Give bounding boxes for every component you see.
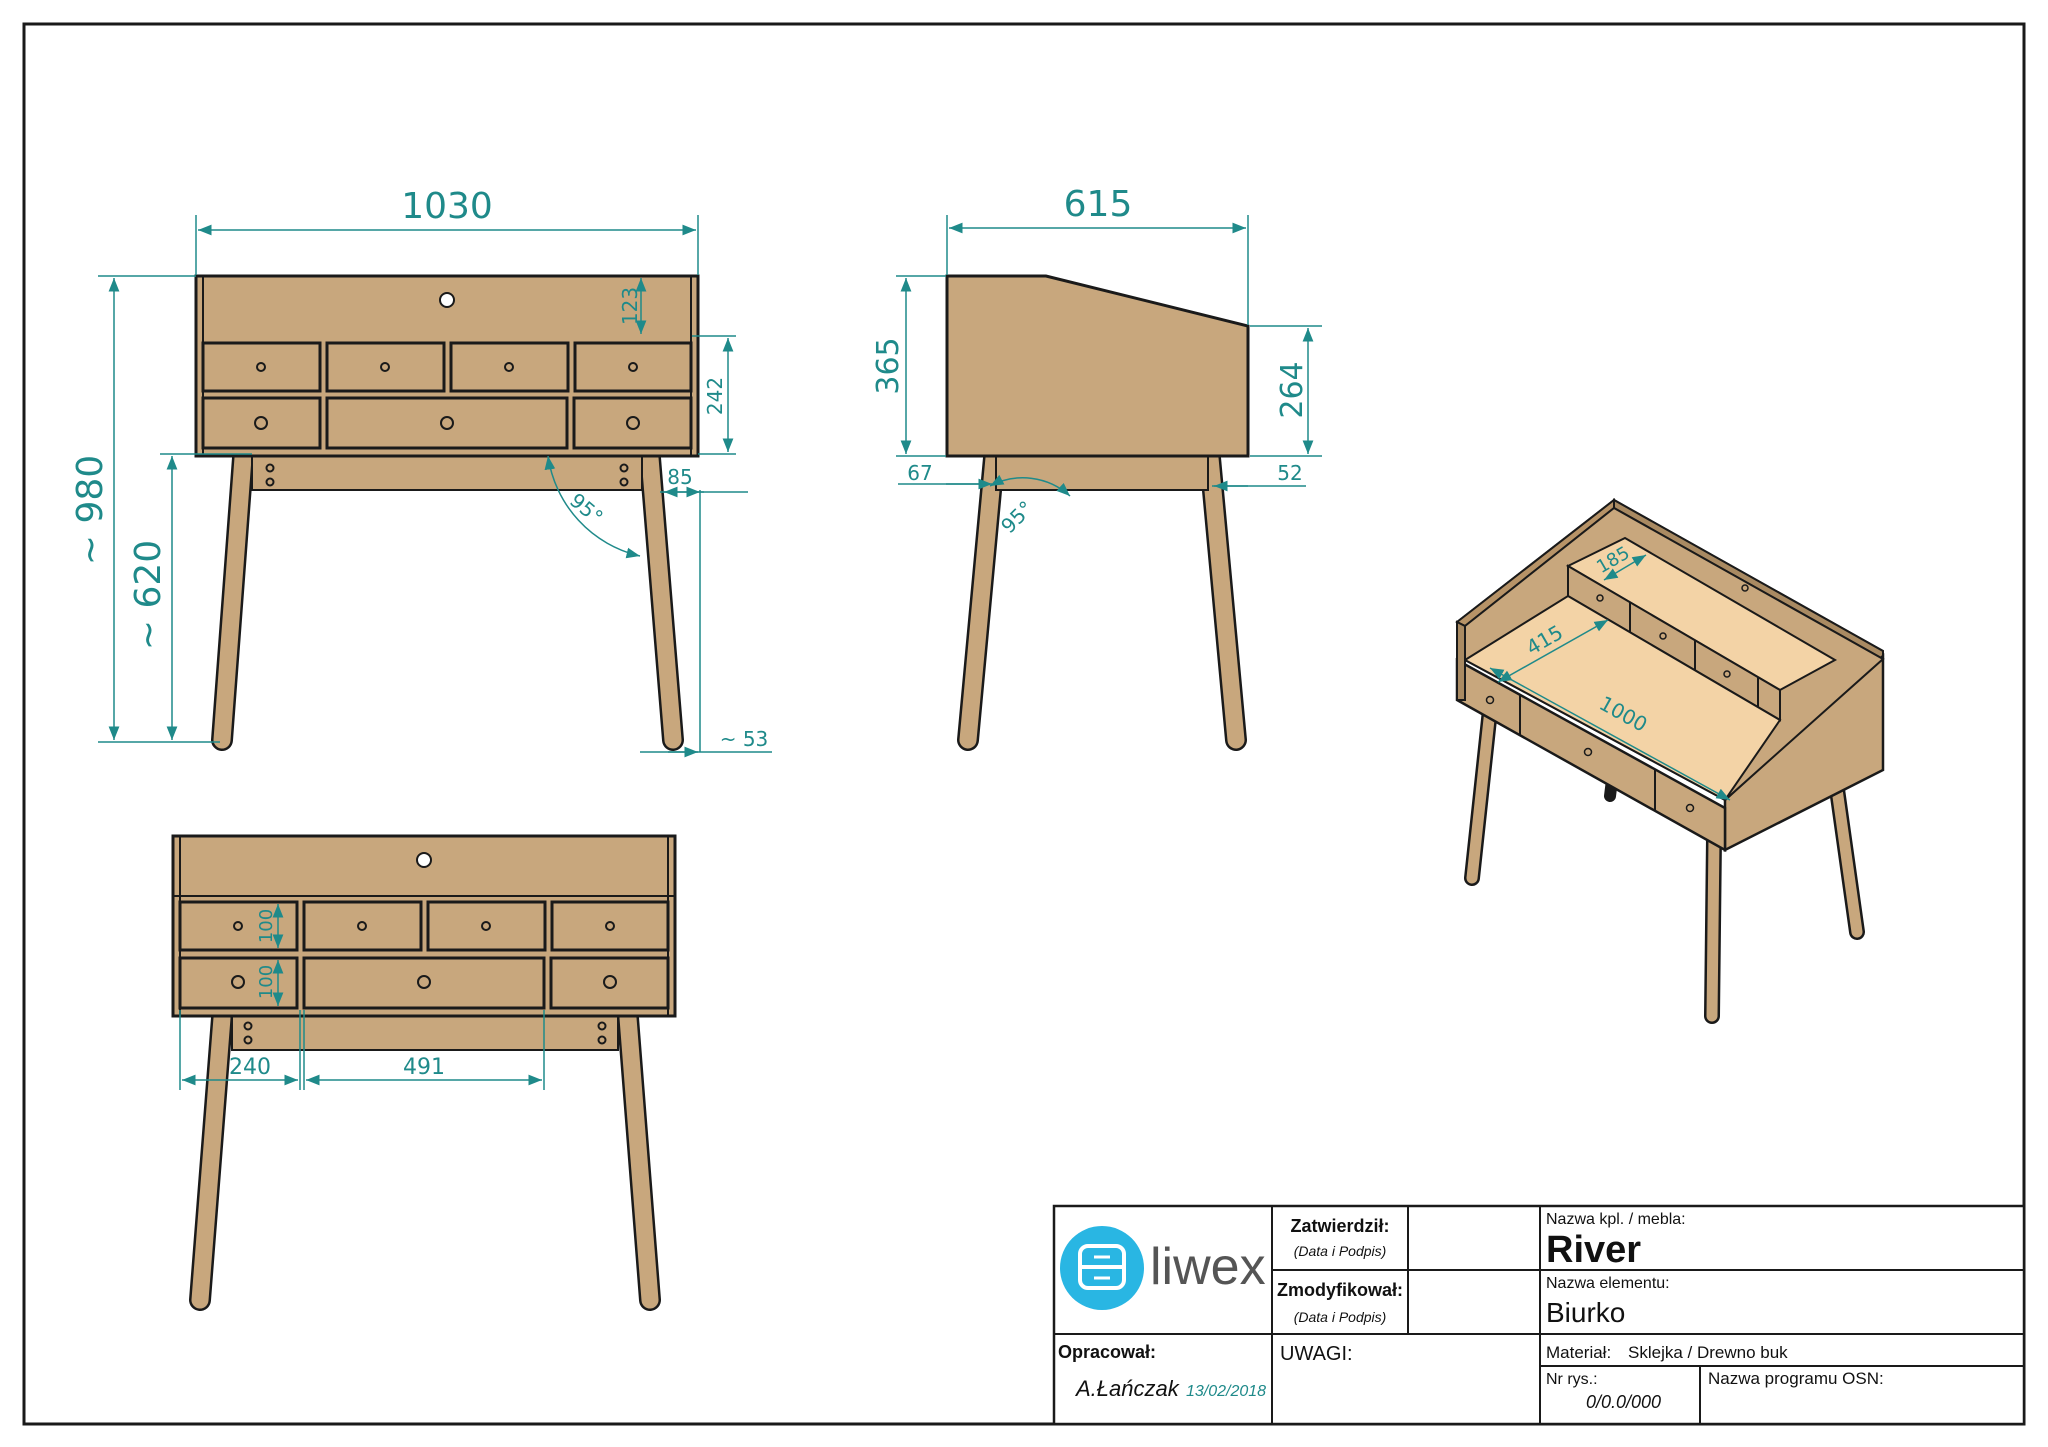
drawer xyxy=(201,341,322,393)
side-view: 615 365 264 67 52 95° xyxy=(871,184,1322,751)
drawer xyxy=(449,341,570,393)
dim-back-height: 365 xyxy=(871,337,906,394)
angle-arc-front xyxy=(544,455,641,559)
side-leg-back xyxy=(959,449,1003,749)
drawer-knob xyxy=(626,416,640,430)
drawer-wide xyxy=(302,956,546,1010)
material-label: Materiał: xyxy=(1546,1343,1611,1362)
drawer xyxy=(426,900,547,952)
dim-front-offset: 52 xyxy=(1277,461,1302,485)
drawer xyxy=(325,341,446,393)
dim-angle-front: 95° xyxy=(565,488,608,529)
bottom-front-view: 100 100 240 491 xyxy=(171,834,677,1311)
drawer-knob xyxy=(628,362,638,372)
program-label: Nazwa programu OSN: xyxy=(1708,1369,1884,1388)
drawer xyxy=(549,956,670,1010)
drawer-knob xyxy=(256,362,266,372)
side-body xyxy=(945,274,1250,458)
dim-line-iso-width xyxy=(1489,667,1731,801)
bottom-leg-left xyxy=(191,1009,231,1309)
modified-sub: (Data i Podpis) xyxy=(1294,1309,1387,1325)
prepared-date: 13/02/2018 xyxy=(1186,1383,1266,1400)
drawer xyxy=(178,900,299,952)
dim-line-iso-shelf xyxy=(1497,619,1609,683)
notes-label: UWAGI: xyxy=(1280,1343,1353,1365)
drawer-wide xyxy=(325,396,569,450)
dim-drawer-row-1: 100 xyxy=(256,909,277,943)
drawer xyxy=(302,900,423,952)
prepared-label: Opracował: xyxy=(1058,1342,1156,1362)
drawer xyxy=(572,396,693,450)
dim-small-drawer: 240 xyxy=(229,1055,271,1080)
drawer-knob xyxy=(380,362,390,372)
dim-front-height: 264 xyxy=(1275,361,1310,418)
bottom-leg-right xyxy=(619,1009,659,1309)
drawing-no: 0/0.0/000 xyxy=(1586,1392,1661,1412)
brand-name: liwex xyxy=(1150,1238,1266,1296)
dim-depth: 615 xyxy=(1064,184,1133,225)
modified-label: Zmodyfikował: xyxy=(1277,1280,1403,1300)
side-leg-front xyxy=(1201,449,1245,749)
drawer xyxy=(178,956,299,1010)
front-view: 1030 ~ 980 ~ 620 123 242 85 ~ 53 95° xyxy=(70,186,772,758)
title-block: liwex Zatwierdził: (Data i Podpis) Zmody… xyxy=(1052,1204,2026,1426)
dim-line-iso-upper-shelf xyxy=(1603,554,1647,581)
set-name: River xyxy=(1546,1229,1641,1271)
iso-leg xyxy=(1466,704,1496,884)
isometric-view: 1000 415 185 xyxy=(1455,497,1885,1024)
dim-large-drawer: 491 xyxy=(403,1055,445,1080)
drawer xyxy=(550,900,670,952)
cable-hole xyxy=(439,292,455,308)
drawing-no-label: Nr rys.: xyxy=(1546,1371,1598,1388)
approved-label: Zatwierdził: xyxy=(1290,1216,1389,1236)
iso-leg xyxy=(1829,769,1863,938)
dim-drawer-row-2: 100 xyxy=(256,965,277,999)
dim-leg-offset: 85 xyxy=(667,465,692,489)
dim-back-offset: 67 xyxy=(907,461,932,485)
drawer xyxy=(573,341,693,393)
set-name-label: Nazwa kpl. / mebla: xyxy=(1546,1211,1686,1228)
angle-arc-side xyxy=(989,474,1071,497)
dim-drawer-block: 242 xyxy=(703,377,727,415)
apron-hole xyxy=(265,463,275,473)
front-apron xyxy=(251,455,643,491)
drawer xyxy=(201,396,322,450)
dim-top-panel: 123 xyxy=(618,287,642,325)
iso-leg xyxy=(1706,832,1720,1022)
element-name: Biurko xyxy=(1546,1297,1625,1328)
bottom-apron xyxy=(231,1015,619,1051)
material-value: Sklejka / Drewno buk xyxy=(1628,1343,1788,1362)
front-leg-right xyxy=(641,449,682,749)
dim-total-height: ~ 980 xyxy=(70,455,111,565)
sheet-border xyxy=(22,22,2026,1426)
apron-hole xyxy=(265,477,275,487)
side-apron xyxy=(995,455,1209,491)
element-label: Nazwa elementu: xyxy=(1546,1275,1670,1292)
approved-sub: (Data i Podpis) xyxy=(1294,1243,1387,1259)
dim-angle-side: 95° xyxy=(996,496,1038,538)
drawer-knob xyxy=(504,362,514,372)
drawer-knob xyxy=(440,416,454,430)
front-leg-left xyxy=(213,449,252,749)
drawer-knob xyxy=(254,416,268,430)
prepared-signature: A.Łańczak xyxy=(1074,1376,1180,1401)
dim-leg-height: ~ 620 xyxy=(128,540,169,650)
dim-leg-base: ~ 53 xyxy=(720,727,769,751)
dim-width: 1030 xyxy=(401,186,493,227)
